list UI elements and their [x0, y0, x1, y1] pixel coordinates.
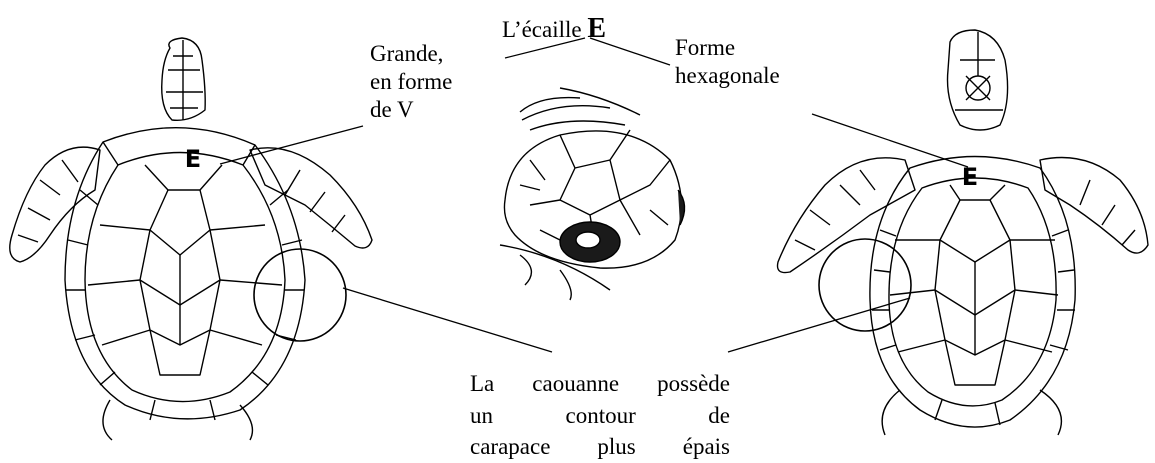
top-label: L’écaille E	[502, 12, 606, 46]
right-scute-description: Forme hexagonale	[675, 34, 780, 90]
top-label-letter: E	[587, 13, 606, 44]
scute-marker-left: E	[185, 145, 201, 173]
left-label-line-3: de V	[370, 96, 452, 124]
scute-marker-right: E	[962, 163, 978, 191]
caption-line-1: La caouanne possède	[470, 368, 730, 400]
carapace-caption: La caouanne possède un contour de carapa…	[470, 368, 730, 463]
left-label-line-2: en forme	[370, 68, 452, 96]
caption-line-2: un contour de	[470, 400, 730, 432]
turtle-comparison-figure: E E L’écaille E Grande, en forme de V Fo…	[0, 0, 1155, 441]
top-label-prefix: L’écaille	[502, 17, 587, 42]
right-turtle-drawing	[778, 30, 1149, 435]
left-label-line-1: Grande,	[370, 40, 452, 68]
right-label-line-1: Forme	[675, 34, 780, 62]
left-scute-description: Grande, en forme de V	[370, 40, 452, 124]
caption-line-3: carapace plus épais	[470, 431, 730, 463]
right-label-line-2: hexagonale	[675, 62, 780, 90]
left-turtle-drawing	[10, 38, 372, 440]
head-closeup-drawing	[500, 88, 685, 300]
callout-lines	[220, 38, 968, 352]
